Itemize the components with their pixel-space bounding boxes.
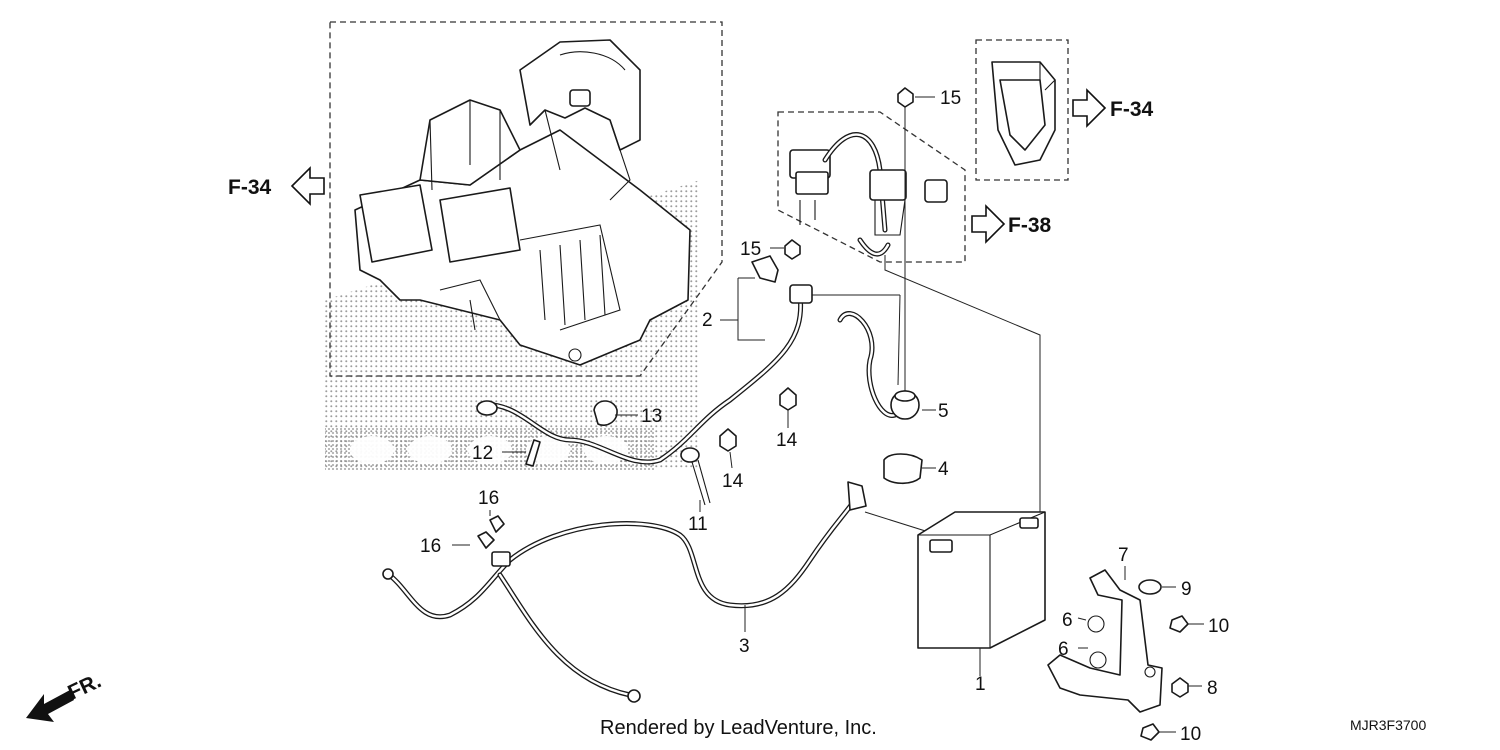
- label-13: 13: [641, 406, 662, 427]
- label-16b: 16: [420, 536, 441, 557]
- part-number-labels: 1 2 3 4 5 6 6 7 8 9 10 10 11 12 13 14 14…: [420, 88, 1229, 745]
- part-12-clip: [525, 439, 541, 467]
- ref-arrow-left: F-34: [228, 166, 325, 206]
- label-1: 1: [975, 674, 986, 695]
- label-7: 7: [1118, 545, 1129, 566]
- label-12: 12: [472, 443, 493, 464]
- ref-arrow-top-right: F-34: [1072, 88, 1154, 128]
- label-15b: 15: [940, 88, 961, 109]
- label-14a: 14: [776, 430, 798, 451]
- label-6a: 6: [1062, 610, 1073, 631]
- reference-f34-left: F-34: [228, 176, 272, 199]
- label-11: 11: [688, 514, 708, 535]
- part-2-cable: [476, 255, 813, 465]
- label-3: 3: [739, 636, 750, 657]
- fuse-box-group: [777, 111, 966, 263]
- part-9-washer: [1138, 579, 1162, 595]
- label-4: 4: [938, 459, 949, 480]
- front-direction-arrow: FR.: [26, 669, 105, 722]
- part-14-nut-b: [719, 428, 737, 452]
- part-4-cover: [883, 453, 923, 485]
- part-15-nut-a: [784, 239, 801, 260]
- label-10b: 10: [1180, 724, 1201, 745]
- part-10-bolt-b: [1140, 723, 1160, 741]
- label-6b: 6: [1058, 639, 1069, 660]
- part-7-bracket: [1047, 569, 1163, 713]
- label-9: 9: [1181, 579, 1192, 600]
- reference-f38: F-38: [1008, 214, 1052, 237]
- part-1-battery: [917, 511, 1046, 649]
- label-8: 8: [1207, 678, 1218, 699]
- label-15a: 15: [740, 239, 761, 260]
- reference-f34-top-right: F-34: [1110, 98, 1154, 121]
- part-3-harness: [382, 481, 867, 703]
- part-8-nut: [1171, 677, 1189, 698]
- part-10-bolt-a: [1169, 615, 1189, 633]
- diagram-code: MJR3F3700: [1350, 717, 1426, 733]
- label-5: 5: [938, 401, 949, 422]
- label-14b: 14: [722, 471, 744, 492]
- part-5-relay: [837, 311, 920, 420]
- battery-box-group: [329, 21, 723, 377]
- relay-bracket: [991, 61, 1056, 166]
- part-11-band: [680, 447, 711, 506]
- bracket-group: [975, 39, 1069, 181]
- label-16a: 16: [478, 488, 499, 509]
- part-13-clamp: [593, 400, 618, 426]
- part-leaders: [452, 96, 1204, 733]
- label-2: 2: [702, 310, 713, 331]
- fuse-holder: [789, 132, 948, 257]
- battery-box: [354, 39, 691, 366]
- ref-arrow-right: F-38: [971, 204, 1052, 244]
- connector-lines: [810, 100, 1041, 546]
- credit-text: Rendered by LeadVenture, Inc.: [600, 717, 877, 739]
- part-15-nut-b: [897, 87, 914, 108]
- part-14-nut-a: [779, 387, 797, 411]
- label-10a: 10: [1208, 616, 1229, 637]
